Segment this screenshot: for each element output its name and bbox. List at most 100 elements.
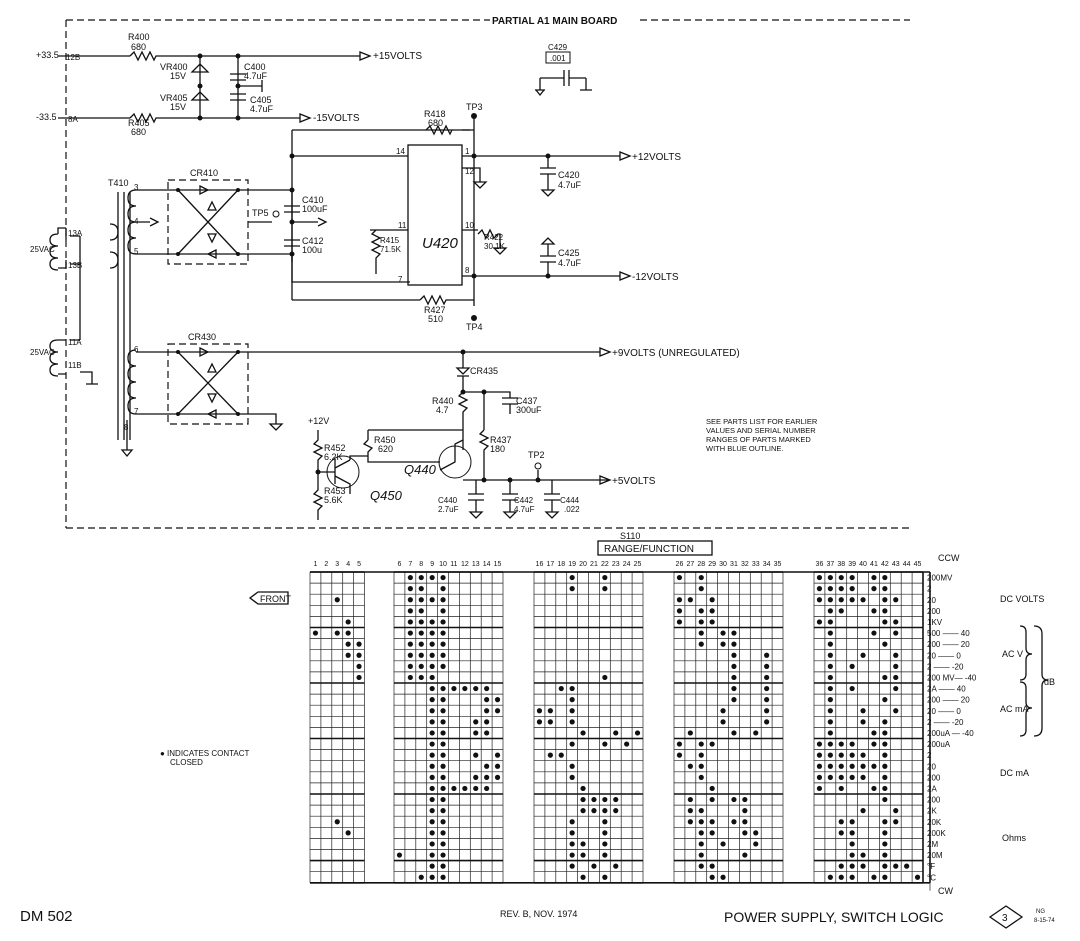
contact-closed-dot (676, 574, 683, 581)
contact-closed-dot (816, 586, 823, 592)
contact-closed-dot (838, 763, 844, 769)
contact-closed-dot (676, 741, 683, 747)
contact-closed-dot (742, 830, 748, 836)
contact-number: 3 (335, 561, 339, 568)
contact-closed-dot (849, 774, 855, 780)
contact-closed-dot (849, 863, 855, 869)
contact-number: 36 (816, 561, 824, 568)
t410-pin-8: 8 (124, 423, 129, 432)
board-title: PARTIAL A1 MAIN BOARD (492, 16, 617, 27)
contact-closed-dot (602, 874, 608, 880)
contact-closed-dot (764, 719, 770, 725)
contact-closed-dot (440, 652, 446, 658)
c410-label: C410 (302, 195, 324, 205)
range-label: 2 (927, 585, 932, 594)
diagram-title: POWER SUPPLY, SWITCH LOGIC (724, 909, 944, 925)
contact-number: 4 (346, 561, 350, 568)
r422-value: 30.1K (484, 242, 506, 251)
contact-closed-dot (440, 719, 446, 725)
contact-number: 13 (472, 561, 480, 568)
contact-closed-dot (893, 597, 899, 603)
contact-closed-dot (407, 652, 413, 658)
t410-pin-3: 3 (134, 183, 139, 192)
contact-closed-dot (418, 586, 424, 592)
contact-closed-dot (345, 630, 351, 636)
u420-pin-1: 1 (465, 147, 470, 156)
contact-closed-dot (418, 597, 424, 603)
contact-closed-dot (893, 619, 899, 625)
contact-closed-dot (429, 852, 435, 858)
contact-closed-dot (709, 619, 715, 625)
contact-closed-dot (676, 608, 683, 614)
contact-closed-dot (676, 597, 683, 603)
contact-number: 14 (483, 561, 491, 568)
contact-closed-dot (827, 697, 833, 703)
contact-closed-dot (893, 863, 899, 869)
contact-number: 1 (313, 561, 317, 568)
contact-closed-dot (838, 774, 844, 780)
contact-closed-dot (893, 652, 899, 658)
contact-closed-dot (849, 763, 855, 769)
contact-number: 26 (676, 561, 684, 568)
contact-closed-dot (838, 819, 844, 825)
contact-closed-dot (882, 874, 888, 880)
contact-closed-dot (742, 819, 748, 825)
output-plus9: +9VOLTS (UNREGULATED) (612, 348, 740, 359)
contact-closed-dot (827, 708, 833, 714)
range-label: 1KV (927, 618, 943, 627)
contact-closed-dot (429, 674, 435, 681)
range-label: 200K (927, 829, 946, 838)
contact-closed-dot (429, 597, 435, 603)
contact-closed-dot (440, 630, 446, 636)
contact-closed-dot (429, 708, 435, 714)
contact-closed-dot (569, 774, 575, 780)
contact-closed-dot (494, 697, 501, 703)
contact-closed-dot (462, 685, 468, 692)
contact-closed-dot (602, 586, 608, 592)
contact-closed-dot (720, 641, 726, 647)
model-label: DM 502 (20, 908, 73, 925)
contact-closed-dot (356, 663, 362, 669)
contact-closed-dot (602, 819, 608, 825)
output-minus12: -12VOLTS (632, 272, 679, 283)
contact-closed-dot (827, 597, 833, 603)
contact-closed-dot (882, 641, 888, 647)
contact-number: 30 (719, 561, 727, 568)
contact-closed-dot (569, 741, 575, 747)
contact-closed-dot (418, 608, 424, 614)
contact-closed-dot (709, 863, 715, 869)
r437-value: 180 (490, 444, 505, 454)
label-ac-v: AC V (1002, 649, 1023, 659)
contact-closed-dot (429, 808, 435, 814)
range-label: 20 (927, 596, 936, 605)
contact-closed-dot (580, 808, 586, 814)
contact-closed-dot (569, 830, 575, 836)
switch-ref: S110 (620, 531, 640, 541)
contact-number: 42 (881, 561, 889, 568)
contact-number: 29 (708, 561, 716, 568)
contact-closed-dot (709, 785, 715, 792)
contact-closed-dot (860, 752, 866, 758)
contact-closed-dot (569, 841, 575, 847)
contact-closed-dot (849, 586, 855, 592)
contact-closed-dot (440, 841, 446, 847)
contact-closed-dot (720, 719, 726, 725)
contact-closed-dot (882, 830, 888, 836)
contact-closed-dot (440, 608, 446, 614)
contact-closed-dot (882, 730, 888, 736)
contact-closed-dot (312, 630, 319, 636)
contact-closed-dot (440, 830, 446, 836)
contact-closed-dot (440, 874, 446, 880)
contact-closed-dot (860, 597, 866, 603)
range-function-grid (309, 571, 931, 891)
range-label: 200 —— 20 (927, 640, 970, 649)
vac2-label: 25VAC (30, 348, 55, 357)
contact-number: 31 (730, 561, 738, 568)
pin-12b: 12B (66, 53, 80, 62)
contact-closed-dot (882, 597, 888, 603)
input-pos-supply: +33.5 (36, 50, 59, 60)
range-label: 500 —— 40 (927, 629, 970, 638)
contact-closed-dot (429, 830, 435, 836)
contact-closed-dot (418, 630, 424, 636)
